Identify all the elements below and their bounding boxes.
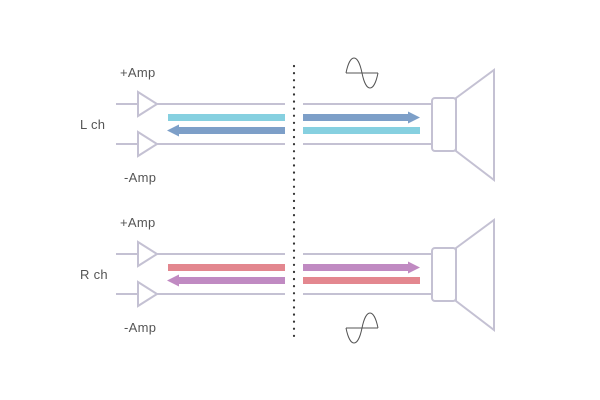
left-plus-amp-label: +Amp [120, 65, 156, 80]
left-channel-label: L ch [80, 117, 105, 132]
right-channel-group: +Amp R ch -Amp [80, 215, 495, 344]
right-channel-label: R ch [80, 267, 108, 282]
right-signal-bar-amp-side-top [168, 264, 285, 271]
right-minus-amp-label: -Amp [124, 320, 156, 335]
right-signal-arrow-return [167, 274, 285, 287]
right-plus-amp-label: +Amp [120, 215, 156, 230]
left-signal-arrow-forward [303, 111, 420, 124]
left-channel-group: +Amp L ch -Amp [80, 57, 495, 185]
right-plus-amplifier-icon [137, 240, 159, 268]
left-plus-amplifier-icon [137, 90, 159, 118]
left-minus-amp-label: -Amp [124, 170, 156, 185]
left-signal-bar-speaker-side-bottom [303, 127, 420, 134]
left-signal-bar-amp-side-top [168, 114, 285, 121]
right-minus-amplifier-icon [137, 280, 159, 308]
left-minus-amplifier-icon [137, 130, 159, 158]
right-signal-bar-speaker-side-bottom [303, 277, 420, 284]
left-signal-arrow-return [167, 124, 285, 137]
right-speaker-icon [431, 218, 495, 333]
left-sine-wave-icon [345, 57, 379, 89]
right-signal-arrow-forward [303, 261, 420, 274]
right-sine-wave-icon [345, 312, 379, 344]
left-speaker-icon [431, 68, 495, 183]
